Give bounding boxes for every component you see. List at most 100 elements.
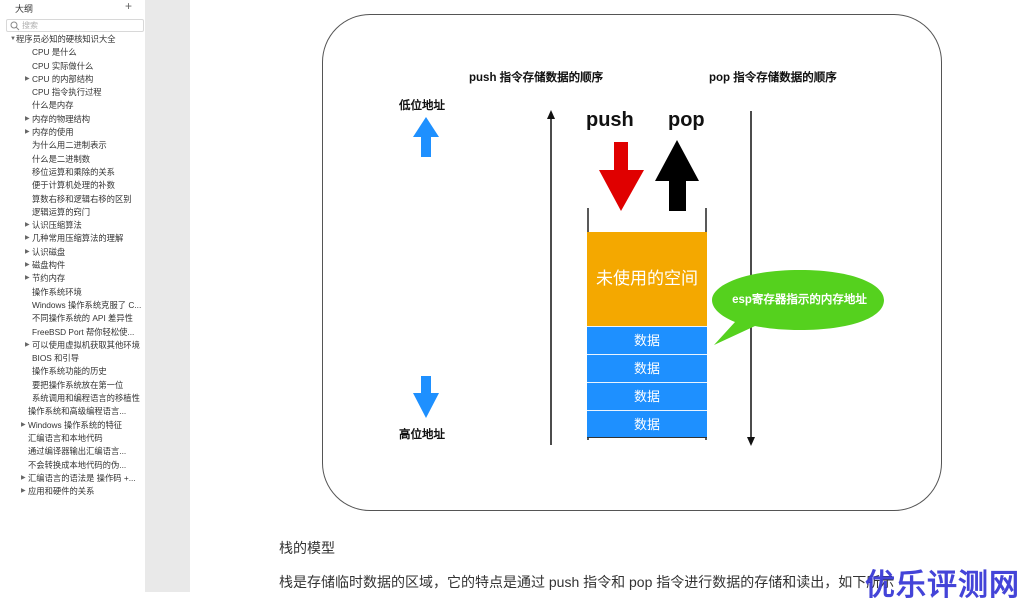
outline-item-label: 要把操作系统放在第一位 bbox=[32, 379, 124, 390]
outline-item-label: 逻辑运算的窍门 bbox=[32, 206, 91, 217]
outline-item-label: 程序员必知的硬核知识大全 bbox=[16, 34, 116, 44]
disclosure-collapsed-icon[interactable]: ▶ bbox=[21, 488, 26, 495]
outline-item-label: 移位运算和乘除的关系 bbox=[32, 166, 115, 177]
outline-item-label: 磁盘构件 bbox=[32, 260, 66, 271]
outline-item[interactable]: 不同操作系统的 API 差异性 bbox=[0, 312, 146, 325]
add-button[interactable]: + bbox=[125, 0, 133, 13]
outline-item-label: 不同操作系统的 API 差异性 bbox=[32, 313, 133, 324]
outline-item[interactable]: 移位运算和乘除的关系 bbox=[0, 166, 146, 179]
outline-item[interactable]: 不会转换成本地代码的伪... bbox=[0, 459, 146, 472]
disclosure-collapsed-icon[interactable]: ▶ bbox=[25, 222, 30, 229]
watermark: 优乐评测网 bbox=[865, 569, 1020, 602]
outline-item-label: CPU 是什么 bbox=[32, 47, 77, 58]
scroll-gutter[interactable] bbox=[145, 0, 190, 592]
outline-item[interactable]: 逻辑运算的窍门 bbox=[0, 206, 146, 219]
outline-item-label: Windows 操作系统的特征 bbox=[28, 419, 123, 430]
disclosure-collapsed-icon[interactable]: ▶ bbox=[25, 129, 30, 136]
disclosure-collapsed-icon[interactable]: ▶ bbox=[25, 115, 30, 122]
outline-item-label: CPU 指令执行过程 bbox=[32, 87, 102, 98]
outline-item[interactable]: ▶Windows 操作系统的特征 bbox=[0, 419, 146, 432]
outline-item[interactable]: ▼程序员必知的硬核知识大全 bbox=[0, 33, 146, 46]
outline-item[interactable]: FreeBSD Port 帮你轻松使... bbox=[0, 326, 146, 339]
data-cell: 数据 bbox=[587, 382, 707, 410]
high-address-label: 高位地址 bbox=[399, 429, 445, 441]
outline-item-label: CPU 实际做什么 bbox=[32, 60, 94, 71]
outline-item[interactable]: 算数右移和逻辑右移的区别 bbox=[0, 193, 146, 206]
outline-item[interactable]: 操作系统环境 bbox=[0, 286, 146, 299]
outline-item-label: 什么是二进制数 bbox=[32, 153, 91, 164]
search-box[interactable] bbox=[6, 19, 144, 32]
outline-item[interactable]: 什么是内存 bbox=[0, 99, 146, 112]
outline-item[interactable]: CPU 实际做什么 bbox=[0, 60, 146, 73]
search-input[interactable] bbox=[22, 21, 132, 30]
outline-item-label: 操作系统环境 bbox=[32, 286, 82, 297]
push-label: push bbox=[586, 109, 634, 131]
disclosure-collapsed-icon[interactable]: ▶ bbox=[25, 341, 30, 348]
section-heading: 栈的模型 bbox=[279, 540, 335, 556]
outline-item-label: 认识磁盘 bbox=[32, 246, 66, 257]
outline-item-label: 不会转换成本地代码的伪... bbox=[28, 459, 127, 470]
sidebar-header: 大纲 + bbox=[0, 0, 146, 16]
sidebar-title: 大纲 bbox=[15, 4, 34, 14]
outline-item-label: 认识压缩算法 bbox=[32, 220, 82, 231]
outline-item[interactable]: ▶认识磁盘 bbox=[0, 246, 146, 259]
outline-item-label: Windows 操作系统克服了 C... bbox=[32, 299, 142, 310]
outline-item-label: 节约内存 bbox=[32, 273, 66, 284]
outline-item[interactable]: 系统调用和编程语言的移植性 bbox=[0, 392, 146, 405]
disclosure-collapsed-icon[interactable]: ▶ bbox=[25, 235, 30, 242]
outline-item-label: 应用和硬件的关系 bbox=[28, 486, 95, 497]
outline-item[interactable]: ▶磁盘构件 bbox=[0, 259, 146, 272]
outline-item[interactable]: BIOS 和引导 bbox=[0, 352, 146, 365]
outline-item[interactable]: ▶认识压缩算法 bbox=[0, 219, 146, 232]
disclosure-expanded-icon[interactable]: ▼ bbox=[10, 36, 16, 42]
outline-item[interactable]: ▶汇编语言的语法是 操作码 +... bbox=[0, 472, 146, 485]
pop-label: pop bbox=[668, 109, 705, 131]
disclosure-collapsed-icon[interactable]: ▶ bbox=[25, 248, 30, 255]
outline-item-label: 内存的使用 bbox=[32, 127, 74, 138]
outline-item[interactable]: Windows 操作系统克服了 C... bbox=[0, 299, 146, 312]
outline-item[interactable]: ▶CPU 的内部结构 bbox=[0, 73, 146, 86]
push-order-caption: push 指令存储数据的顺序 bbox=[469, 72, 604, 84]
outline-item-label: 汇编语言的语法是 操作码 +... bbox=[28, 472, 136, 483]
esp-callout-text: esp寄存器指示的内存地址 bbox=[732, 294, 867, 306]
outline-item[interactable]: ▶可以使用虚拟机获取其他环境 bbox=[0, 339, 146, 352]
unused-space-region: 未使用的空间 bbox=[587, 232, 707, 326]
outline-item-label: 通过编译器输出汇编语言... bbox=[28, 446, 127, 457]
outline-item-label: BIOS 和引导 bbox=[32, 353, 80, 364]
data-cell: 数据 bbox=[587, 354, 707, 382]
outline-item-label: 几种常用压缩算法的理解 bbox=[32, 233, 124, 244]
data-cell: 数据 bbox=[587, 326, 707, 354]
disclosure-collapsed-icon[interactable]: ▶ bbox=[25, 275, 30, 282]
outline-item[interactable]: ▶节约内存 bbox=[0, 272, 146, 285]
outline-item[interactable]: 通过编译器输出汇编语言... bbox=[0, 445, 146, 458]
outline-item[interactable]: 便于计算机处理的补数 bbox=[0, 179, 146, 192]
outline-item[interactable]: ▶应用和硬件的关系 bbox=[0, 485, 146, 498]
low-address-label: 低位地址 bbox=[399, 100, 445, 112]
outline-item[interactable]: 操作系统功能的历史 bbox=[0, 365, 146, 378]
stack-block: 未使用的空间 数据 数据 数据 数据 bbox=[587, 232, 707, 438]
outline-item-label: 内存的物理结构 bbox=[32, 113, 91, 124]
outline-item[interactable]: ▶内存的物理结构 bbox=[0, 113, 146, 126]
outline-item[interactable]: CPU 指令执行过程 bbox=[0, 86, 146, 99]
outline-item[interactable]: ▶几种常用压缩算法的理解 bbox=[0, 232, 146, 245]
outline-item-label: 可以使用虚拟机获取其他环境 bbox=[32, 339, 140, 350]
outline-item[interactable]: 为什么用二进制表示 bbox=[0, 139, 146, 152]
unused-space-label: 未使用的空间 bbox=[596, 269, 698, 288]
outline-item[interactable]: 汇编语言和本地代码 bbox=[0, 432, 146, 445]
outline-item-label: 操作系统功能的历史 bbox=[32, 366, 107, 377]
disclosure-collapsed-icon[interactable]: ▶ bbox=[21, 421, 26, 428]
disclosure-collapsed-icon[interactable]: ▶ bbox=[25, 75, 30, 82]
outline-item[interactable]: ▶内存的使用 bbox=[0, 126, 146, 139]
outline-item-label: CPU 的内部结构 bbox=[32, 73, 94, 84]
outline-item-label: 便于计算机处理的补数 bbox=[32, 180, 115, 191]
outline-item[interactable]: 操作系统和高级编程语言... bbox=[0, 405, 146, 418]
outline-item-label: 汇编语言和本地代码 bbox=[28, 432, 103, 443]
outline-item[interactable]: CPU 是什么 bbox=[0, 46, 146, 59]
disclosure-collapsed-icon[interactable]: ▶ bbox=[21, 474, 26, 481]
outline-item[interactable]: 什么是二进制数 bbox=[0, 153, 146, 166]
outline-item-label: 操作系统和高级编程语言... bbox=[28, 406, 127, 417]
outline-item[interactable]: 要把操作系统放在第一位 bbox=[0, 379, 146, 392]
disclosure-collapsed-icon[interactable]: ▶ bbox=[25, 262, 30, 269]
